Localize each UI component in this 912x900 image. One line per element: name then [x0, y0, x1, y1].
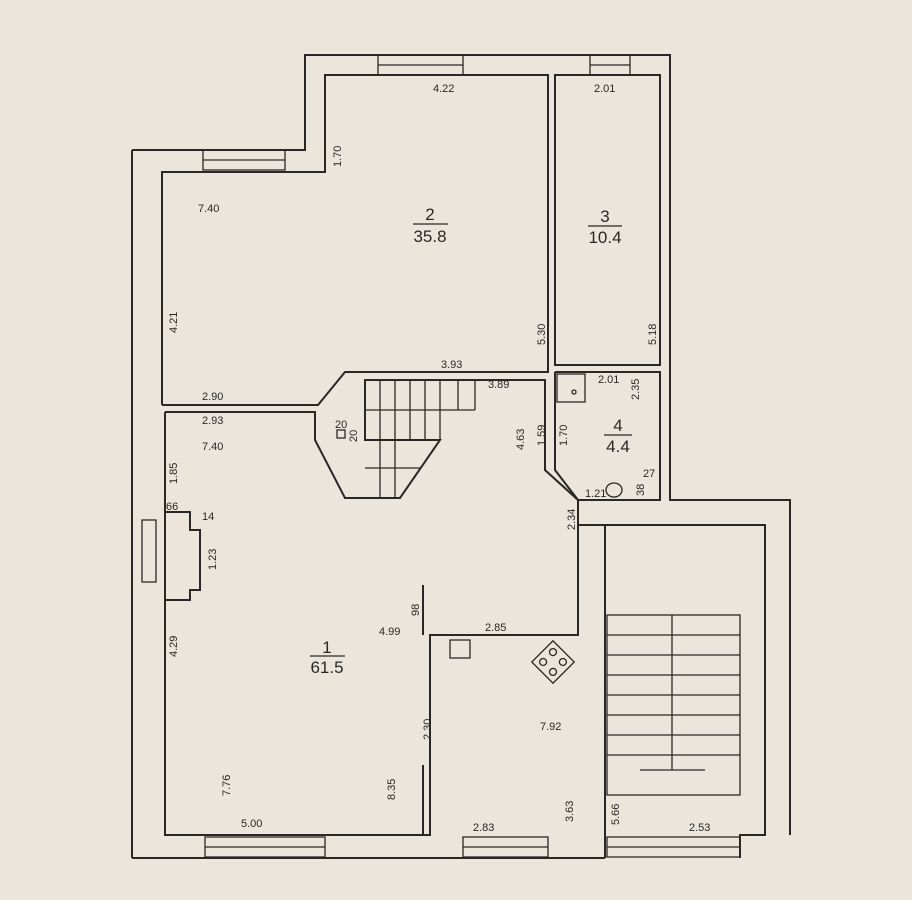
stairwell-stairs — [606, 614, 741, 796]
dimension-label: 5.18 — [647, 324, 659, 345]
dimension-label: 66 — [166, 501, 178, 513]
dimension-label: 20 — [335, 419, 347, 431]
dimension-label: 4.21 — [168, 312, 180, 333]
dimension-label: 4.29 — [168, 636, 180, 657]
dimension-label: 2.85 — [485, 622, 506, 634]
dimension-label: 3.93 — [441, 359, 462, 371]
window — [462, 836, 549, 858]
dimension-label: 5.00 — [241, 818, 262, 830]
dimension-label: 2.34 — [566, 509, 578, 530]
room-3-number: 3 — [600, 207, 609, 226]
room-3-area: 10.4 — [588, 228, 621, 247]
room-1-number: 1 — [322, 638, 331, 657]
dimension-label: 20 — [348, 430, 360, 442]
dimension-label: 7.76 — [221, 775, 233, 796]
room-1-wall — [164, 379, 579, 836]
room-2-wall — [161, 74, 549, 406]
sink-icon — [556, 373, 586, 403]
fireplace — [165, 511, 201, 601]
dimension-label: 3.63 — [564, 801, 576, 822]
dimension-label: 1.85 — [168, 463, 180, 484]
dimension-label: 2.01 — [598, 374, 619, 386]
dimension-label: 8.35 — [386, 779, 398, 800]
dimension-label: 7.92 — [540, 721, 561, 733]
window — [606, 836, 741, 858]
dimension-label: 1.70 — [558, 425, 570, 446]
window — [377, 54, 464, 76]
dimension-label: 4.63 — [515, 429, 527, 450]
room-4-wall — [554, 371, 661, 501]
dimension-label: 38 — [635, 484, 647, 496]
dimension-label: 2.83 — [473, 822, 494, 834]
dimension-label: 2.30 — [422, 719, 434, 740]
stove-icon — [530, 639, 576, 685]
room-2-number: 2 — [425, 205, 434, 224]
dimension-label: 1.70 — [332, 146, 344, 167]
room-2-area: 35.8 — [413, 227, 446, 246]
sink-icon — [449, 639, 471, 659]
window — [204, 836, 326, 858]
window — [589, 54, 631, 76]
dimension-label: 4.22 — [433, 83, 454, 95]
dimension-label: 98 — [410, 604, 422, 616]
dimension-label: 27 — [643, 468, 655, 480]
dimension-label: 2.93 — [202, 415, 223, 427]
toilet-icon — [605, 482, 623, 498]
dimension-label: 5.66 — [610, 804, 622, 825]
dimension-label: 5.30 — [536, 324, 548, 345]
dimension-label: 1.21 — [585, 488, 606, 500]
window — [202, 149, 286, 171]
dimension-label: 4.99 — [379, 626, 400, 638]
dimension-label: 2.90 — [202, 391, 223, 403]
dimension-label: 2.01 — [594, 83, 615, 95]
dimension-label: 14 — [202, 511, 214, 523]
dimension-label: 3.89 — [488, 379, 509, 391]
dimension-label: 7.40 — [202, 441, 223, 453]
room-4-area: 4.4 — [606, 437, 630, 456]
dimension-label: 1.59 — [536, 425, 548, 446]
dimension-label: 1.23 — [207, 549, 219, 570]
dimension-label: 2.35 — [630, 379, 642, 400]
dimension-label: 2.53 — [689, 822, 710, 834]
staircase — [336, 380, 476, 498]
room-1-area: 61.5 — [310, 658, 343, 677]
dimension-label: 7.40 — [198, 203, 219, 215]
outer-wall — [132, 54, 791, 835]
room-4-number: 4 — [613, 416, 622, 435]
